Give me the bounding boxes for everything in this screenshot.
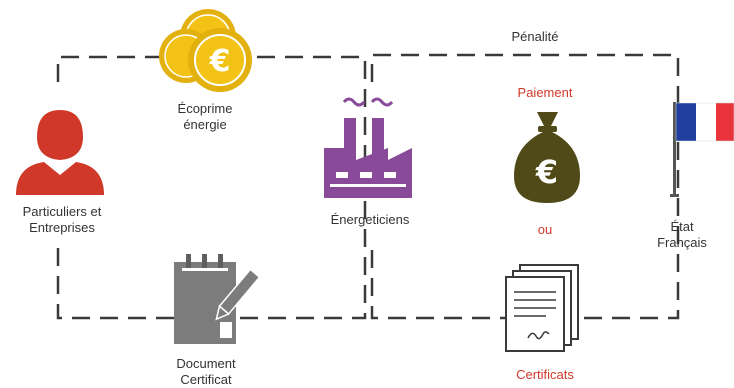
document-line2: Certificat bbox=[180, 372, 232, 387]
factory-icon bbox=[324, 97, 412, 198]
euro-money-bag-icon: € bbox=[514, 112, 580, 203]
svg-text:€: € bbox=[535, 153, 558, 191]
euro-coins-icon: € bbox=[159, 9, 252, 92]
paiement-label: Paiement bbox=[517, 85, 573, 100]
french-flag-icon bbox=[670, 102, 734, 197]
etat-line1: État bbox=[670, 219, 694, 234]
etat-francais-label: État Français bbox=[632, 219, 732, 251]
ecoprime-line2: énergie bbox=[183, 117, 227, 132]
ecoprime-energie-label: Écoprime énergie bbox=[150, 101, 260, 133]
penalite-label: Pénalité bbox=[511, 29, 559, 44]
certificates-stack-icon bbox=[505, 264, 579, 352]
etat-line2: Français bbox=[657, 235, 707, 250]
ou-label: ou bbox=[537, 222, 553, 237]
signed-document-icon bbox=[174, 254, 261, 344]
particuliers-line1: Particuliers et bbox=[22, 204, 102, 219]
document-certificat-label: Document Certificat bbox=[152, 356, 260, 388]
ecoprime-line1: Écoprime bbox=[177, 101, 233, 116]
person-icon bbox=[16, 110, 104, 195]
particuliers-line2: Entreprises bbox=[29, 220, 95, 235]
svg-text:€: € bbox=[209, 44, 231, 79]
document-line1: Document bbox=[176, 356, 236, 371]
certificats-label: Certificats bbox=[516, 367, 574, 382]
energeticiens-label: Énergeticiens bbox=[330, 212, 410, 227]
path-penalite-etat bbox=[370, 53, 680, 320]
particuliers-entreprises-label: Particuliers et Entreprises bbox=[0, 204, 124, 236]
